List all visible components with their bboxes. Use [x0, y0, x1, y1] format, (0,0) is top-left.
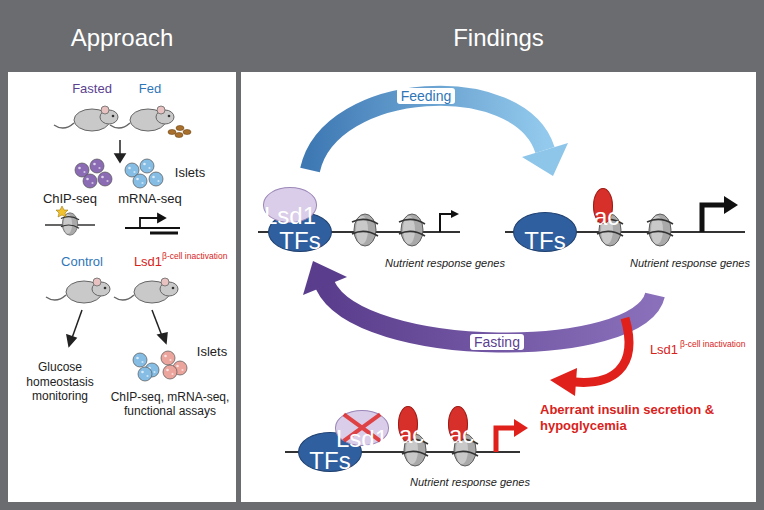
mrna-icon — [125, 214, 180, 233]
label: Nutrient response genes — [630, 257, 750, 270]
down-arrow — [115, 140, 125, 162]
label: Feeding — [397, 88, 456, 105]
panel-frame: FindingsLsd1TFsTFsacLsd1TFsacac — [241, 8, 756, 502]
label: β-cell inactivation — [162, 251, 227, 261]
label: Islets — [197, 344, 227, 360]
label: Fasted — [72, 81, 112, 97]
label: mRNA-seq — [118, 191, 182, 207]
node-text: ac — [399, 423, 417, 447]
label: ChIP-seq — [43, 191, 97, 207]
node-text: Findings — [241, 24, 756, 52]
feeding-arrow — [310, 96, 568, 176]
islets-fasted — [75, 159, 112, 188]
node-text: TFs — [269, 229, 331, 253]
node-text: Approach — [8, 24, 236, 52]
label: Control — [61, 254, 103, 270]
label: β-cell inactivation — [680, 339, 745, 349]
mouse — [110, 106, 174, 131]
tf-oval: TFs — [513, 212, 577, 252]
acetyl-mark: ac — [398, 406, 418, 441]
fasting-arrow — [303, 261, 655, 343]
node-text: TFs — [514, 229, 576, 253]
label: Glucose homeostasis monitoring — [14, 360, 106, 403]
label: Fasting — [470, 334, 524, 351]
panel-body — [8, 72, 236, 502]
label: ChIP-seq, mRNA-seq, functional assays — [109, 390, 231, 419]
food-pellets — [168, 126, 191, 138]
islets-control — [133, 353, 159, 381]
mouse — [46, 278, 110, 303]
mouse — [114, 278, 178, 303]
node-text: TFs — [299, 449, 361, 473]
inactivation-arrow — [550, 318, 629, 396]
node-text: ac — [449, 423, 467, 447]
acetyl-mark: ac — [593, 188, 613, 223]
node-text: Lsd1 — [264, 204, 316, 228]
islets-fed — [125, 159, 163, 188]
chip-icon — [45, 206, 95, 235]
lsd1-oval: Lsd1 — [335, 410, 389, 445]
node-text: Lsd1 — [336, 427, 388, 451]
label: Nutrient response genes — [410, 476, 530, 489]
label: Fed — [139, 81, 161, 97]
label: Nutrient response genes — [385, 257, 505, 270]
mouse — [54, 106, 118, 131]
label: Islets — [175, 165, 205, 181]
label: Lsd1 — [650, 342, 678, 358]
down-arrow — [67, 310, 167, 346]
label: Aberrant insulin secretion & hypoglycemi… — [540, 402, 730, 433]
lsd1-oval: Lsd1 — [263, 187, 317, 222]
acetyl-mark: ac — [448, 406, 468, 441]
panel-body — [241, 72, 756, 502]
label: Lsd1 — [134, 254, 162, 270]
islets-mutant — [161, 351, 187, 379]
node-text: ac — [594, 205, 612, 229]
